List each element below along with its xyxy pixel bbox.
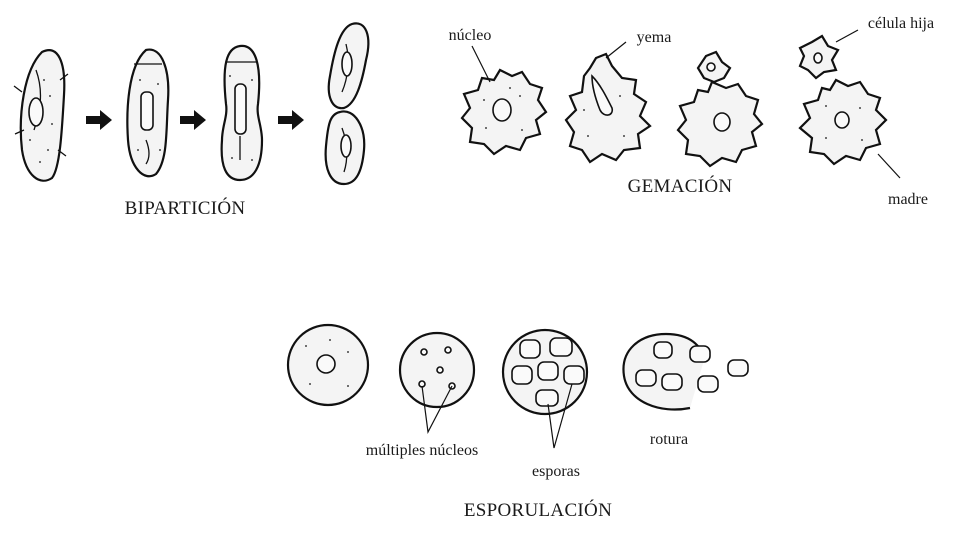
label-esporas: esporas [532, 463, 580, 480]
biparticion-caption: BIPARTICIÓN [125, 197, 246, 219]
yeast-cell-1 [460, 68, 548, 156]
esporas-leader [547, 383, 573, 449]
label-nucleo: núcleo [449, 27, 492, 44]
spore-cell-1 [286, 323, 370, 407]
paramecium-stage-4 [324, 22, 370, 186]
madre-leader [877, 153, 901, 179]
gemacion-caption: GEMACIÓN [628, 175, 733, 197]
label-celula-hija: célula hija [868, 15, 934, 32]
yeast-cell-4 [798, 34, 888, 166]
yeast-cell-3 [676, 50, 764, 168]
label-multiples-nucleos: múltiples núcleos [366, 442, 478, 459]
arrow-icon [180, 110, 206, 130]
yeast-cell-2 [564, 52, 652, 164]
biparticion-group: BIPARTICIÓN [13, 22, 370, 219]
label-rotura: rotura [650, 431, 688, 448]
multiples-nucleos-leader [421, 385, 453, 434]
spore-cell-3 [501, 328, 589, 416]
label-yema: yema [637, 29, 672, 46]
yema-leader [605, 41, 627, 59]
nucleo-leader [471, 45, 491, 83]
paramecium-stage-2 [126, 48, 170, 178]
esporulacion-caption: ESPORULACIÓN [464, 499, 612, 521]
paramecium-stage-1 [13, 49, 69, 182]
label-madre: madre [888, 191, 928, 208]
arrow-icon [86, 110, 112, 130]
spore-cell-4 [622, 332, 749, 411]
gemacion-group: núcleo yema célula hija madre GEMACIÓN [449, 15, 934, 208]
celula-hija-leader [835, 29, 859, 43]
esporulacion-group: múltiples núcleos esporas rotura ESPORUL… [286, 323, 749, 521]
cytoplasm-dots [29, 79, 53, 163]
paramecium-stage-3 [220, 44, 264, 182]
arrow-icon [278, 110, 304, 130]
spore-cell-2 [398, 331, 476, 409]
